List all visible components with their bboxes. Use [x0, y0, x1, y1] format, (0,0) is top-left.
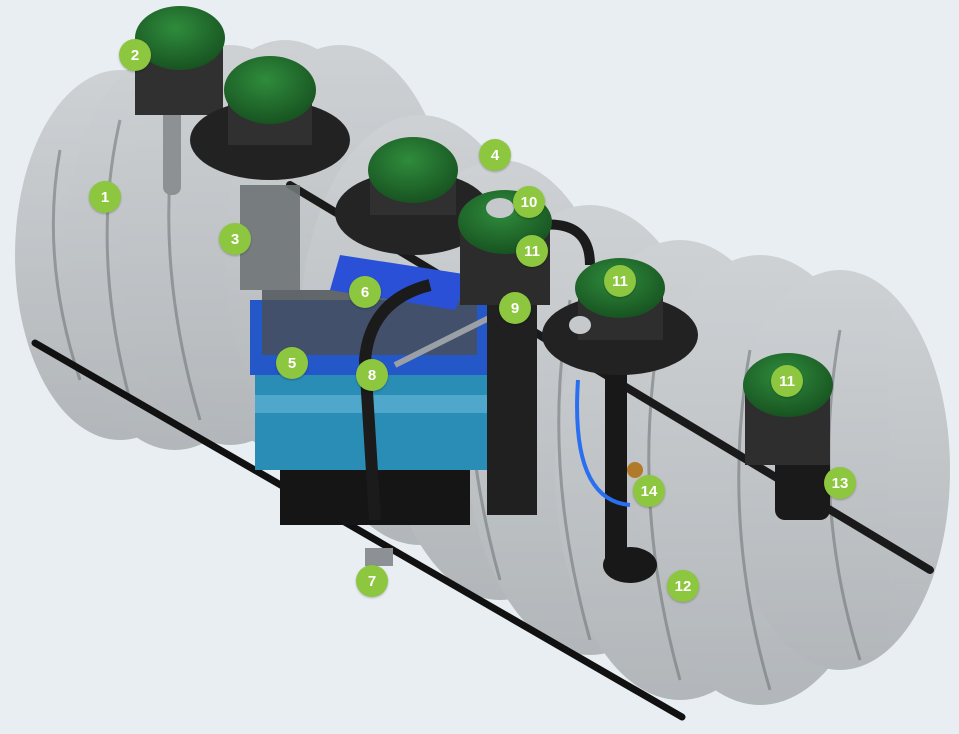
marker-13: 13 [824, 467, 856, 499]
inlet-pipe-7 [365, 548, 393, 566]
riser-pipe-2 [163, 100, 181, 195]
rib-line [827, 329, 862, 661]
drop-pipe-12 [605, 360, 627, 560]
pipe-air [393, 312, 497, 368]
marker-12: 12 [667, 570, 699, 602]
marker-11-far-right: 11 [771, 365, 803, 397]
rib-line [737, 349, 772, 691]
marker-6: 6 [349, 276, 381, 308]
valve-14 [627, 462, 643, 478]
marker-11-right-collar: 11 [604, 265, 636, 297]
pipe-elbow-12 [603, 547, 657, 583]
marker-9: 9 [499, 292, 531, 324]
marker-3: 3 [219, 223, 251, 255]
riser-pipe-9 [487, 300, 537, 515]
marker-10: 10 [513, 186, 545, 218]
marker-14: 14 [633, 475, 665, 507]
rib-line [51, 149, 82, 381]
rail-front [31, 339, 686, 721]
marker-4: 4 [479, 139, 511, 171]
basket-top [330, 255, 470, 310]
hose-black [358, 279, 432, 521]
marker-11-center: 11 [516, 235, 548, 267]
marker-5: 5 [276, 347, 308, 379]
marker-1: 1 [89, 181, 121, 213]
outlet-pipe-13 [775, 450, 830, 520]
hose-blue [575, 379, 631, 507]
rib-line [105, 119, 132, 401]
marker-2: 2 [119, 39, 151, 71]
marker-7: 7 [356, 565, 388, 597]
marker-8: 8 [356, 359, 388, 391]
